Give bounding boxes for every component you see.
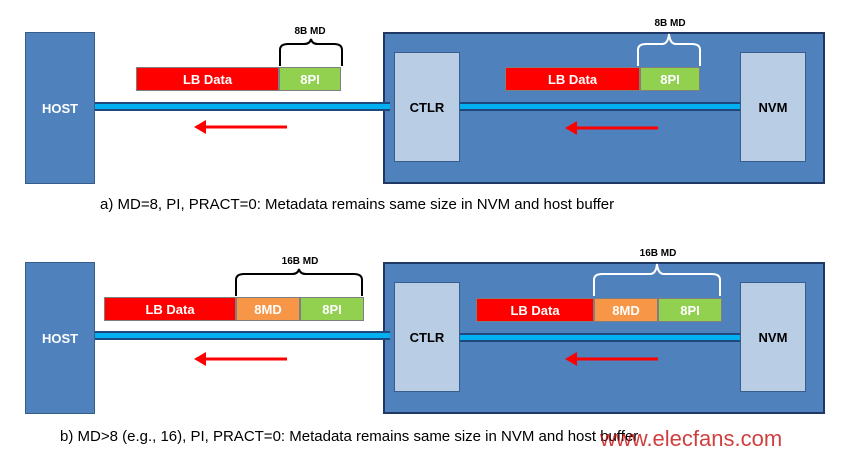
nvm-box-a: NVM — [740, 52, 806, 162]
caption-a: a) MD=8, PI, PRACT=0: Metadata remains s… — [100, 196, 615, 213]
watermark-text: www.elecfans.com — [600, 426, 783, 451]
pi-segment: 8PI — [658, 298, 722, 322]
pi-segment: 8PI — [640, 67, 700, 91]
left-arrow-a-host — [194, 120, 287, 134]
host-label-b: HOST — [41, 330, 79, 346]
nvm-buffer-b: LB Data 8MD 8PI — [476, 298, 722, 322]
lb-data-segment: LB Data — [476, 298, 594, 322]
ctlr-box-b: CTLR — [394, 282, 460, 392]
md-segment: 8MD — [594, 298, 658, 322]
md-segment: 8MD — [236, 297, 300, 321]
bus-host-ctlr-a — [95, 102, 390, 111]
left-arrow-b-host — [194, 352, 287, 366]
nvm-bracket-label-a: 8B MD — [654, 18, 686, 29]
lb-data-segment: LB Data — [104, 297, 236, 321]
bus-host-ctlr-b — [95, 331, 390, 340]
lb-data-segment: LB Data — [505, 67, 640, 91]
nvm-bracket-label-b: 16B MD — [639, 248, 677, 259]
ctlr-label-b: CTLR — [409, 329, 445, 345]
pi-segment: 8PI — [300, 297, 364, 321]
nvm-label-b: NVM — [758, 329, 788, 345]
nvm-bracket-b — [593, 263, 721, 296]
ctlr-box-a: CTLR — [394, 52, 460, 162]
host-bracket-a — [279, 38, 343, 66]
host-label-a: HOST — [41, 100, 79, 116]
bus-ctlr-nvm-a — [460, 102, 740, 111]
nvm-box-b: NVM — [740, 282, 806, 392]
pi-segment: 8PI — [279, 67, 341, 91]
host-box-b: HOST — [25, 262, 95, 414]
nvm-bracket-a — [637, 33, 701, 66]
host-buffer-b: LB Data 8MD 8PI — [104, 297, 364, 321]
caption-b: b) MD>8 (e.g., 16), PI, PRACT=0: Metadat… — [60, 428, 639, 445]
host-bracket-label-a: 8B MD — [294, 26, 326, 37]
host-box-a: HOST — [25, 32, 95, 184]
host-bracket-b — [235, 268, 363, 296]
host-buffer-a: LB Data 8PI — [136, 67, 341, 91]
nvm-label-a: NVM — [758, 99, 788, 115]
bus-ctlr-nvm-b — [460, 333, 740, 342]
ctlr-label-a: CTLR — [409, 99, 445, 115]
lb-data-segment: LB Data — [136, 67, 279, 91]
left-arrow-b-nvm — [565, 352, 658, 366]
nvm-buffer-a: LB Data 8PI — [505, 67, 700, 91]
host-bracket-label-b: 16B MD — [281, 256, 319, 267]
left-arrow-a-nvm — [565, 121, 658, 135]
